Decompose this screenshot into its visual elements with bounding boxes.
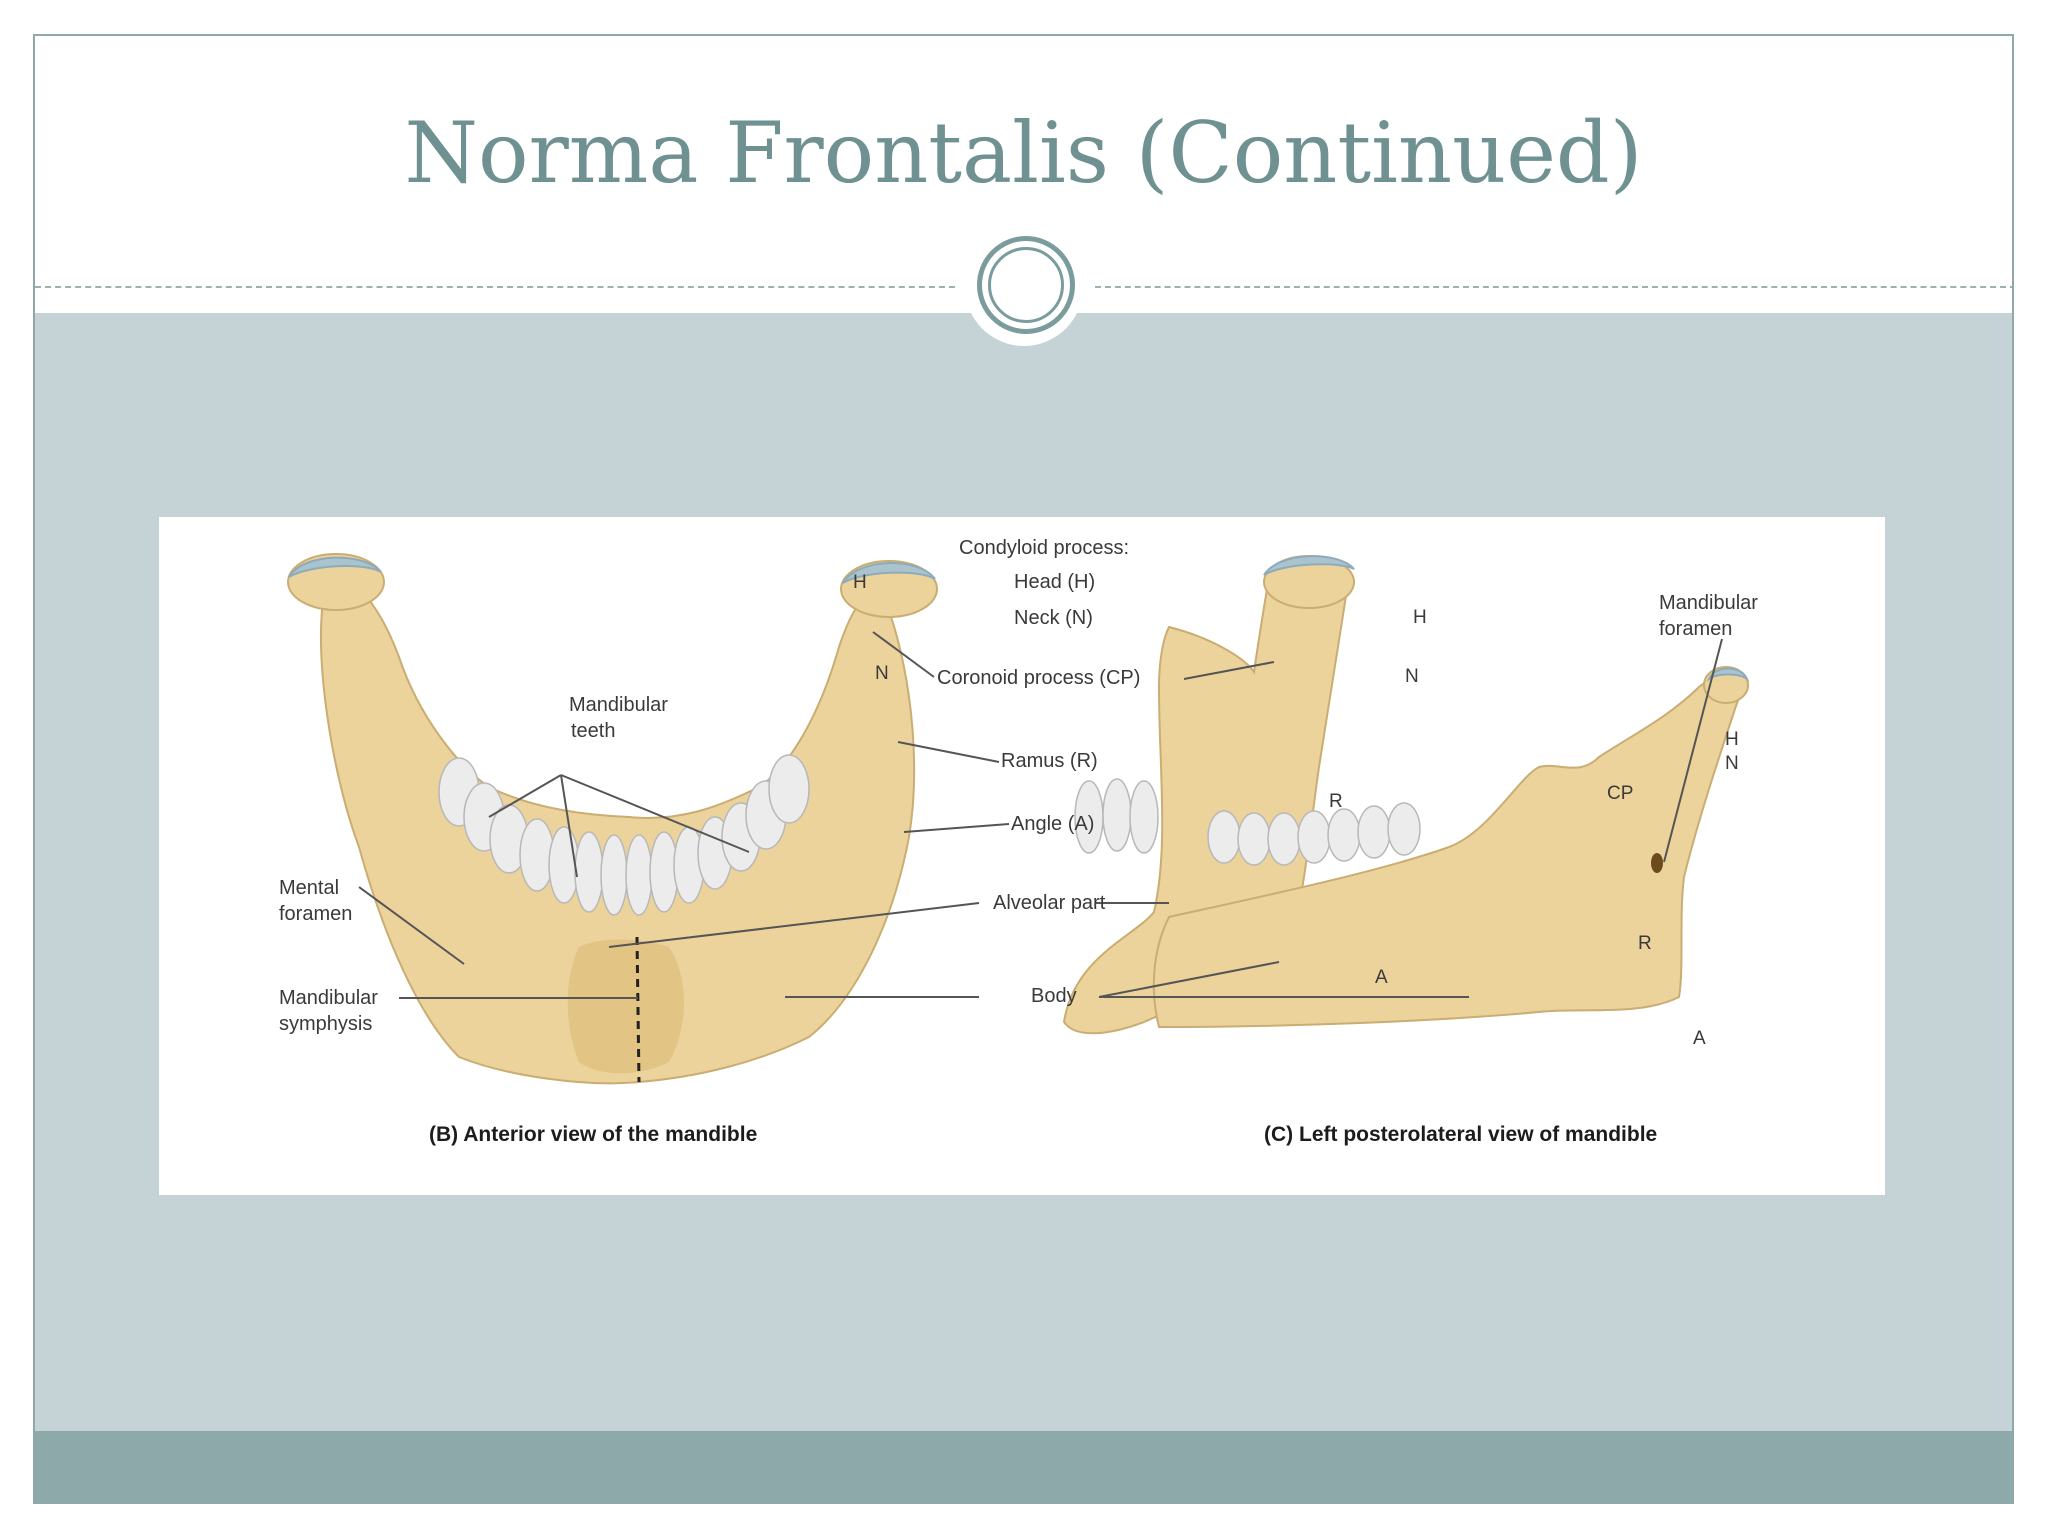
label-mental-foramen-line1: Mental: [279, 877, 339, 899]
footer-band: [35, 1431, 2012, 1502]
mandible-illustration: Condyloid process: Head (H) Neck (N) Cor…: [279, 537, 1758, 1146]
marker-neck-posterolateral: N: [1405, 666, 1419, 687]
label-body: Body: [1031, 985, 1077, 1007]
marker-ramus-posterolateral: R: [1329, 791, 1343, 812]
label-coronoid-process: Coronoid process (CP): [937, 667, 1140, 689]
label-alveolar-part: Alveolar part: [993, 892, 1106, 914]
marker-ramus-rear: R: [1638, 933, 1652, 954]
label-mental-foramen-line2: foramen: [279, 903, 352, 925]
label-head: Head (H): [1014, 571, 1095, 593]
label-angle: Angle (A): [1011, 813, 1094, 835]
caption-anterior-view: (B) Anterior view of the mandible: [429, 1123, 757, 1146]
slide-frame: Norma Frontalis (Continued): [33, 34, 2014, 1504]
marker-head-anterior: H: [853, 572, 867, 593]
posterolateral-mandible-drawing: [1062, 555, 1750, 1035]
slide-title: Norma Frontalis (Continued): [404, 104, 1643, 202]
divider-ornament-inner-ring: [988, 247, 1064, 323]
label-neck: Neck (N): [1014, 607, 1093, 629]
marker-neck-rear: N: [1725, 753, 1739, 774]
title-divider-right: [1095, 286, 2012, 288]
marker-angle-posterolateral: A: [1375, 967, 1388, 988]
label-mandibular-teeth-line1: Mandibular: [569, 694, 668, 716]
title-divider-left: [35, 286, 955, 288]
leader-lines: [358, 631, 1723, 999]
label-condyloid-process: Condyloid process:: [959, 537, 1129, 559]
anterior-teeth: [438, 754, 810, 916]
marker-head-posterolateral: H: [1413, 607, 1427, 628]
label-mandibular-foramen-line1: Mandibular: [1659, 592, 1758, 614]
marker-neck-anterior: N: [875, 663, 889, 684]
label-mandibular-symphysis-line2: symphysis: [279, 1013, 372, 1035]
anterior-mandible-drawing: [287, 553, 938, 1085]
marker-head-rear: H: [1725, 729, 1739, 750]
label-ramus: Ramus (R): [1001, 750, 1098, 772]
label-mandibular-teeth-line2: teeth: [571, 720, 615, 742]
label-mandibular-symphysis-line1: Mandibular: [279, 987, 378, 1009]
posterolateral-teeth: [1074, 778, 1421, 866]
label-mandibular-foramen-line2: foramen: [1659, 618, 1732, 640]
mandible-figure: Condyloid process: Head (H) Neck (N) Cor…: [159, 517, 1885, 1195]
marker-angle-rear: A: [1693, 1028, 1706, 1049]
caption-posterolateral-view: (C) Left posterolateral view of mandible: [1264, 1123, 1657, 1146]
marker-coronoid-process-rear: CP: [1607, 783, 1633, 804]
